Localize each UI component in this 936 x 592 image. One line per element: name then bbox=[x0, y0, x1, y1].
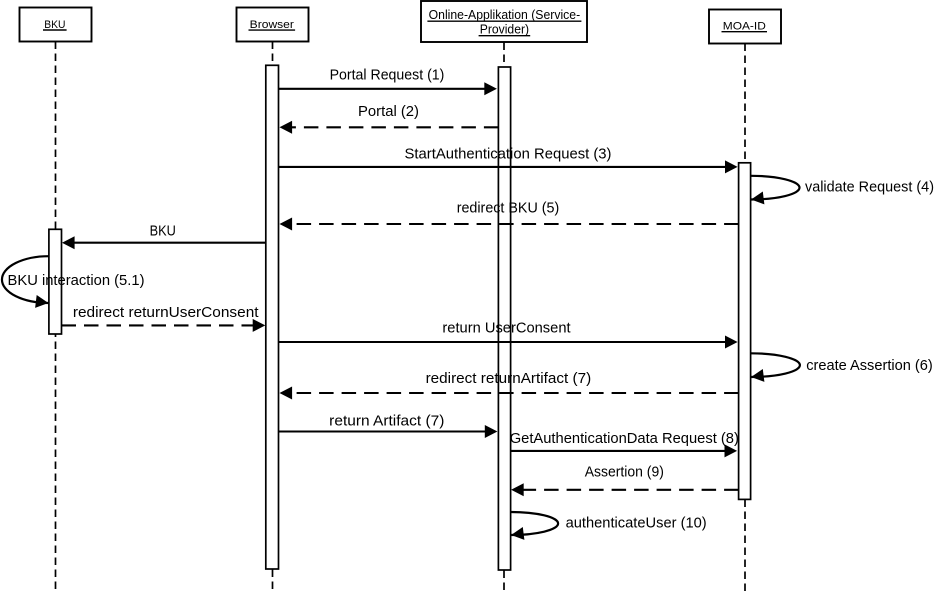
svg-text:create Assertion (6): create Assertion (6) bbox=[806, 357, 933, 374]
svg-text:StartAuthentication Request (3: StartAuthentication Request (3) bbox=[405, 146, 612, 163]
svg-text:Assertion (9): Assertion (9) bbox=[585, 463, 664, 480]
svg-text:Browser: Browser bbox=[250, 19, 294, 31]
svg-text:redirect BKU (5): redirect BKU (5) bbox=[457, 200, 560, 217]
svg-text:GetAuthenticationData Request: GetAuthenticationData Request (8) bbox=[510, 430, 739, 447]
svg-text:redirect returnUserConsent: redirect returnUserConsent bbox=[73, 304, 260, 321]
svg-text:BKU: BKU bbox=[150, 222, 176, 239]
svg-text:MOA-ID: MOA-ID bbox=[723, 21, 766, 33]
svg-text:BKU interaction (5.1): BKU interaction (5.1) bbox=[8, 272, 145, 289]
svg-text:redirect returnArtifact (7): redirect returnArtifact (7) bbox=[426, 370, 592, 387]
svg-text:Portal Request (1): Portal Request (1) bbox=[330, 67, 445, 84]
svg-text:BKU: BKU bbox=[44, 19, 65, 31]
svg-text:return UserConsent: return UserConsent bbox=[442, 319, 571, 336]
svg-text:Online-Applikation (Service-: Online-Applikation (Service- bbox=[429, 7, 581, 22]
svg-text:authenticateUser (10): authenticateUser (10) bbox=[566, 514, 707, 531]
svg-text:validate Request (4): validate Request (4) bbox=[805, 179, 934, 196]
svg-text:return Artifact (7): return Artifact (7) bbox=[329, 412, 444, 429]
svg-text:Portal (2): Portal (2) bbox=[358, 103, 419, 120]
svg-text:Provider): Provider) bbox=[480, 22, 529, 37]
